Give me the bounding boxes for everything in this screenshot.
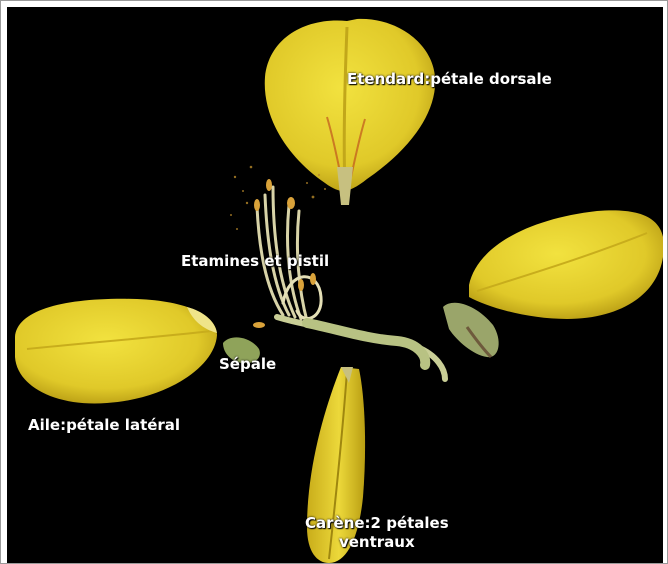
label-keel-petals: Carène:2 pétales ventraux [305, 514, 449, 552]
pollen-specks [230, 166, 326, 230]
right-wing-petal [469, 210, 663, 319]
label-stamens-pistil: Etamines et pistil [181, 252, 329, 271]
label-wing-petal: Aile:pétale latéral [28, 416, 180, 435]
label-keel-line1: Carène:2 pétales [305, 514, 449, 533]
right-sepal [443, 303, 499, 357]
flower-dissection-photo: Etendard:pétale dorsale Etamines et pist… [7, 7, 663, 563]
standard-petal [265, 19, 436, 205]
stamens-and-pistil [257, 187, 445, 379]
label-standard-petal: Etendard:pétale dorsale [347, 70, 552, 89]
label-keel-line2: ventraux [305, 533, 449, 552]
flower-illustration [7, 7, 663, 563]
label-sepal: Sépale [219, 355, 276, 374]
left-wing-petal [15, 299, 217, 404]
